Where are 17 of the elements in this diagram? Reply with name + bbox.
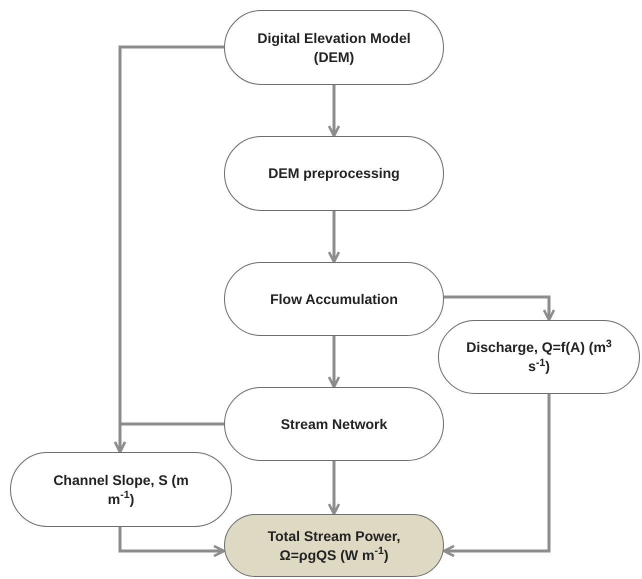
node-label: DEM preprocessing xyxy=(268,164,400,183)
arrow xyxy=(328,336,340,388)
node-label: Channel Slope, S (m m$^{-1}$) xyxy=(52,470,190,508)
node-label: Total Stream Power, Ω=ρgQS (W m$^{-1}$) xyxy=(266,526,402,564)
node-label: Flow Accumulation xyxy=(270,290,398,308)
arrow xyxy=(118,527,226,558)
process-box xyxy=(10,452,232,527)
arrow xyxy=(444,296,556,322)
arrow xyxy=(328,211,340,264)
arrow xyxy=(114,422,224,454)
arrow xyxy=(442,394,550,558)
node-label: Stream Network xyxy=(280,414,388,434)
node-label: Discharge, Q=f(A) (m$^{3}$ s$^{-1}$) xyxy=(465,338,613,376)
arrow xyxy=(328,85,340,138)
process-box xyxy=(224,514,444,577)
arrow xyxy=(328,461,340,516)
node-label: Digital Elevation Model (DEM) xyxy=(256,28,412,66)
